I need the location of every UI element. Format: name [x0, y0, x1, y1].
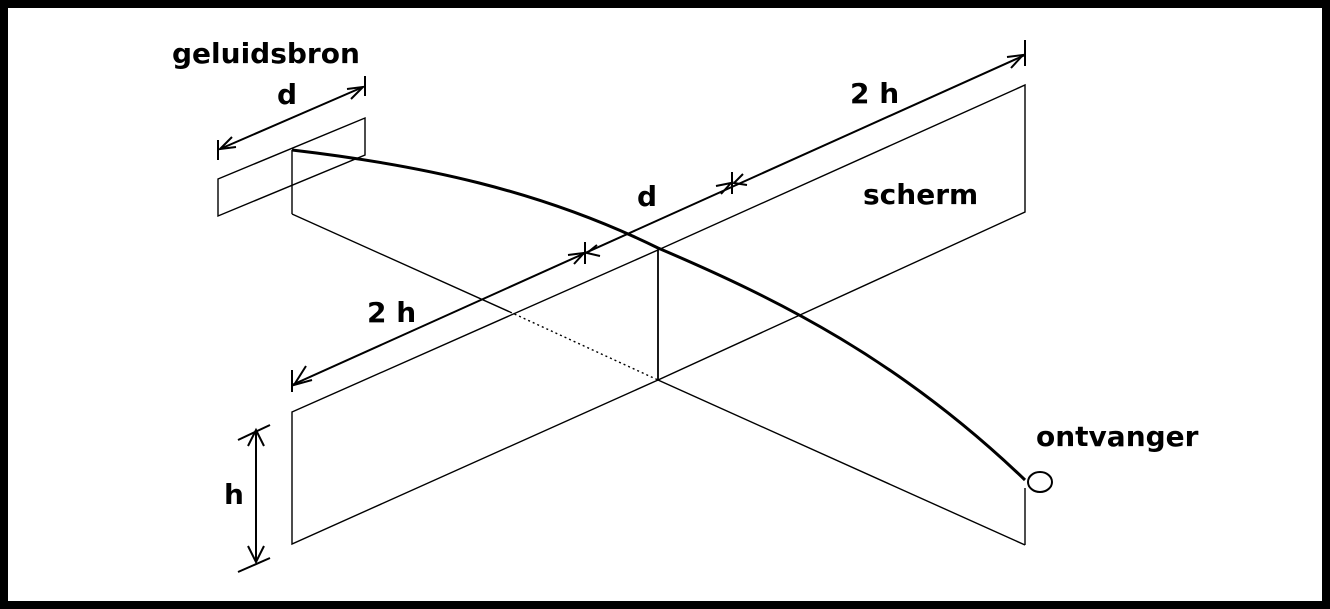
- label-scherm: scherm: [863, 178, 978, 211]
- sound-source-panel: [217, 116, 366, 218]
- arrow-end: [1006, 53, 1026, 69]
- screen-top-dimension: [291, 40, 1026, 392]
- arrow-mid-2b: [731, 173, 748, 186]
- arrow-mid-1a: [567, 251, 587, 265]
- source-width-dimension: [217, 76, 366, 160]
- arrow-head-left: [217, 136, 237, 151]
- label-2h-right: 2 h: [850, 77, 899, 110]
- arrow-mid-1b: [584, 244, 601, 257]
- receiver-circle: [1027, 471, 1053, 493]
- dim-line: [219, 86, 364, 150]
- arrow-start: [291, 365, 313, 387]
- height-arrow-bottom: [247, 545, 265, 565]
- source-base-line: [291, 213, 511, 313]
- screen-panel-back: [657, 83, 1026, 382]
- sound-path-curve: [291, 148, 1027, 482]
- arrow-mid-2a: [715, 181, 734, 195]
- label-geluidsbron: geluidsbron: [172, 37, 360, 70]
- label-gap-d: d: [637, 180, 657, 213]
- source-panel-outline: [217, 116, 366, 218]
- label-height-h: h: [224, 478, 244, 511]
- label-source-d: d: [277, 78, 297, 111]
- receiver-base-line: [657, 379, 1026, 546]
- hidden-base-line: [509, 311, 659, 381]
- screen-dim-line: [291, 54, 1026, 386]
- arrow-head-right: [346, 85, 366, 100]
- front-panel-outline: [291, 248, 659, 546]
- label-2h-left: 2 h: [367, 296, 416, 329]
- height-dimension: [237, 424, 271, 573]
- label-ontvanger: ontvanger: [1036, 420, 1199, 453]
- height-arrow-top: [247, 427, 265, 447]
- height-tick-bottom: [237, 557, 271, 573]
- screen-panel-front: [291, 248, 659, 546]
- back-panel-outline: [657, 83, 1026, 382]
